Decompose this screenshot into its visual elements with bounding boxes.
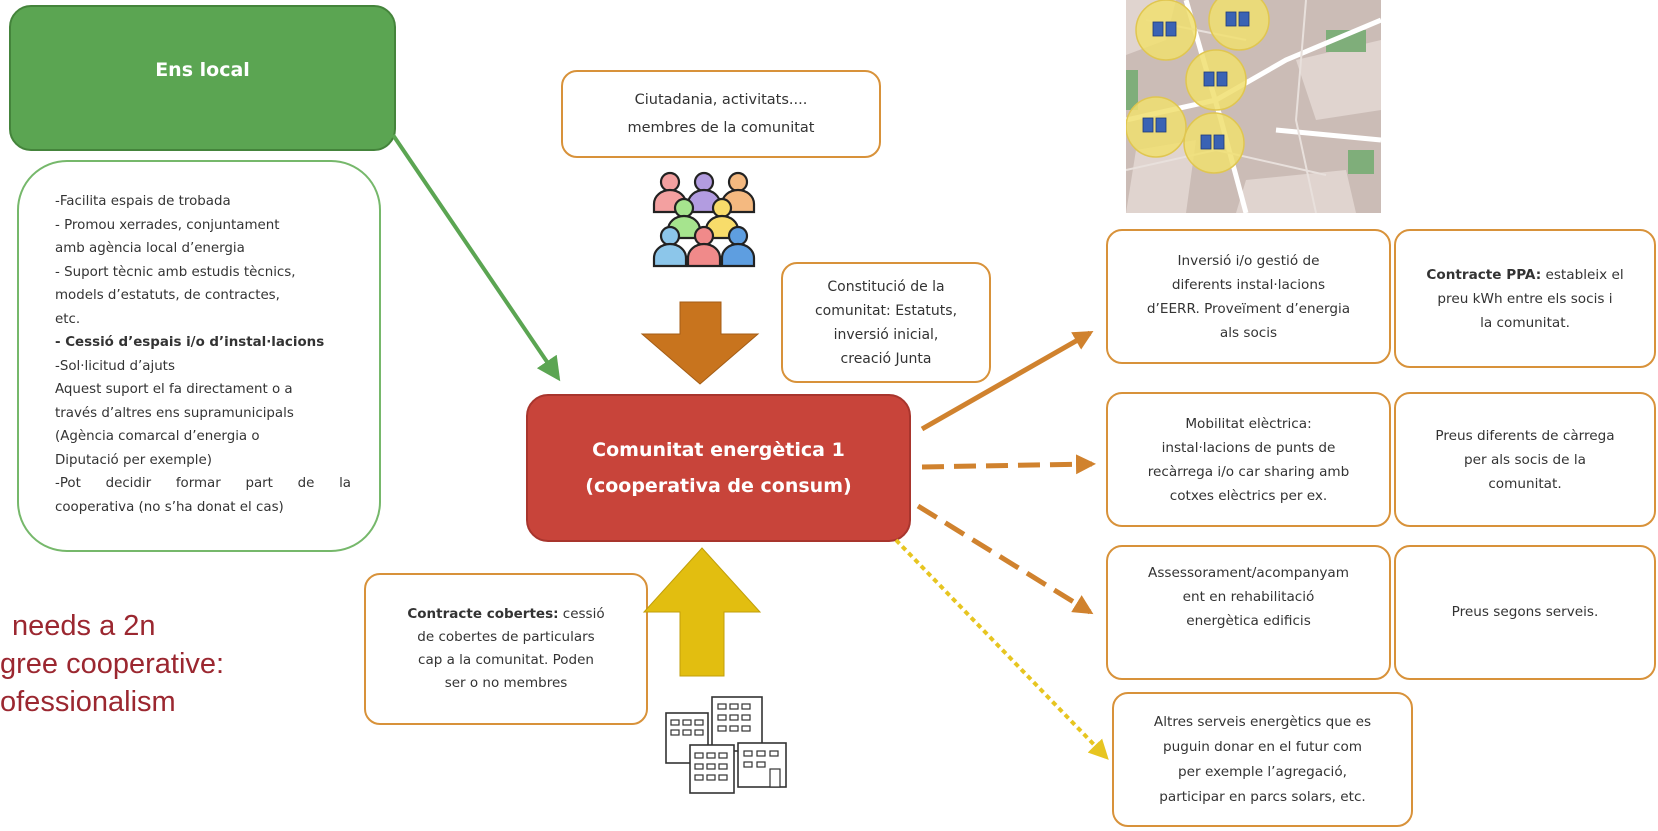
bottom-text-line: needs a 2n <box>12 610 156 642</box>
service-box-energy: Inversió i/o gestió de diferents instal·… <box>1106 229 1391 364</box>
community-box: Comunitat energètica 1 (cooperativa de c… <box>526 394 911 542</box>
price-line: comunitat. <box>1488 475 1562 492</box>
price-line: la comunitat. <box>1480 314 1570 331</box>
ens-local-line: través d’altres ens supramunicipals <box>55 405 294 421</box>
arrow-community-to-other <box>894 538 1109 760</box>
ens-local-line: cooperativa (no s’ha donat el cas) <box>55 499 284 515</box>
ens-local-line: -Sol·licitud d’ajuts <box>55 358 175 374</box>
bottom-text: needs a 2n gree cooperative: ofessionali… <box>0 607 360 721</box>
community-title-line: Comunitat energètica 1 <box>592 439 845 461</box>
ens-local-line: -Facilita espais de trobada <box>55 194 231 209</box>
service-box-other: Altres serveis energètics que es puguin … <box>1112 692 1413 827</box>
constitution-line: creació Junta <box>840 350 932 367</box>
service-line: instal·lacions de punts de <box>1161 439 1336 456</box>
constitution-line: inversió inicial, <box>833 326 939 343</box>
service-line: Mobilitat elèctrica: <box>1185 415 1312 432</box>
roofs-line-rest: cessió <box>558 606 605 622</box>
price-line: Preus diferents de càrrega <box>1435 427 1615 444</box>
ens-local-line: - Promou xerrades, conjuntament <box>55 217 280 233</box>
price-line: preu kWh entre els socis i <box>1437 290 1613 307</box>
price-line: Contracte PPA: estableix el <box>1426 263 1623 287</box>
people-icon <box>652 171 756 268</box>
ens-local-line: Aquest suport el fa directament o a <box>55 382 293 397</box>
ens-local-line: - Cessió d’espais i/o d’instal·lacions <box>55 335 325 350</box>
buildings-icon <box>665 696 787 794</box>
arrow-community-to-mobility <box>921 454 1096 475</box>
ens-local-line: -Pot decidir formar part de la <box>55 476 351 491</box>
service-line: als socis <box>1219 324 1278 341</box>
ens-local-line: models d’estatuts, de contractes, <box>55 288 280 303</box>
roofs-line: de cobertes de particulars <box>417 629 595 645</box>
roofs-line: cap a la comunitat. Poden <box>418 652 594 668</box>
service-line: per exemple l’agregació, <box>1178 763 1347 780</box>
ens-local-line: (Agència comarcal d’energia o <box>55 429 260 444</box>
service-line: Altres serveis energètics que es <box>1153 713 1372 730</box>
price-box-services: Preus segons serveis. <box>1394 545 1656 680</box>
citizens-box: Ciutadania, activitats.... membres de la… <box>561 70 881 158</box>
service-line: energètica edificis <box>1186 613 1311 629</box>
bottom-text-line: ofessionalism <box>0 686 176 718</box>
citizens-line: Ciutadania, activitats.... <box>634 92 808 108</box>
price-line: Preus segons serveis. <box>1451 603 1599 620</box>
constitution-box: Constitució de la comunitat: Estatuts, i… <box>781 262 991 383</box>
price-line-rest: estableix el <box>1541 266 1624 283</box>
community-title-line: (cooperativa de consum) <box>585 475 852 497</box>
price-line: per als socis de la <box>1464 451 1586 468</box>
ens-local-title: Ens local <box>155 59 250 81</box>
price-box-charging: Preus diferents de càrrega per als socis… <box>1394 392 1656 527</box>
service-line: puguin donar en el futur com <box>1162 738 1363 755</box>
arrow-ens-to-community <box>391 133 561 382</box>
constitution-line: Constitució de la <box>827 278 945 295</box>
ens-local-line: etc. <box>55 311 81 327</box>
citizens-line: membres de la comunitat <box>627 120 815 136</box>
arrow-roofs-up <box>642 547 762 677</box>
arrow-citizens-down <box>640 301 760 385</box>
bottom-text-line: gree cooperative: <box>0 648 225 680</box>
price-box-ppa: Contracte PPA: estableix el preu kWh ent… <box>1394 229 1656 368</box>
ens-local-line: amb agència local d’energia <box>55 241 245 256</box>
service-line: Assessorament/acompanyam <box>1148 565 1349 581</box>
roofs-contract-box: Contracte cobertes: cessió de cobertes d… <box>364 573 648 725</box>
roofs-contract-label: Contracte cobertes: <box>407 606 559 622</box>
service-line: recàrrega i/o car sharing amb <box>1147 463 1350 480</box>
roofs-line: ser o no membres <box>444 675 568 691</box>
ppa-label: Contracte PPA: <box>1426 266 1542 283</box>
service-line: diferents instal·lacions <box>1171 276 1326 293</box>
ens-local-description: -Facilita espais de trobada - Promou xer… <box>17 160 381 552</box>
ens-local-header: Ens local <box>9 5 396 151</box>
service-box-advice: Assessorament/acompanyam ent en rehabili… <box>1106 545 1391 680</box>
arrow-community-to-advice <box>916 503 1094 615</box>
service-line: participar en parcs solars, etc. <box>1159 788 1366 805</box>
constitution-line: comunitat: Estatuts, <box>814 302 958 319</box>
service-line: ent en rehabilitació <box>1182 589 1315 605</box>
service-line: cotxes elèctrics per ex. <box>1169 487 1328 504</box>
service-line: d’EERR. Proveïment d’energia <box>1146 300 1351 317</box>
ens-local-line: - Suport tècnic amb estudis tècnics, <box>55 264 296 280</box>
map-image <box>1126 0 1381 213</box>
service-line: Inversió i/o gestió de <box>1177 252 1320 269</box>
roofs-line: Contracte cobertes: cessió <box>407 603 604 626</box>
service-box-mobility: Mobilitat elèctrica: instal·lacions de p… <box>1106 392 1391 527</box>
ens-local-line: Diputació per exemple) <box>55 452 212 468</box>
